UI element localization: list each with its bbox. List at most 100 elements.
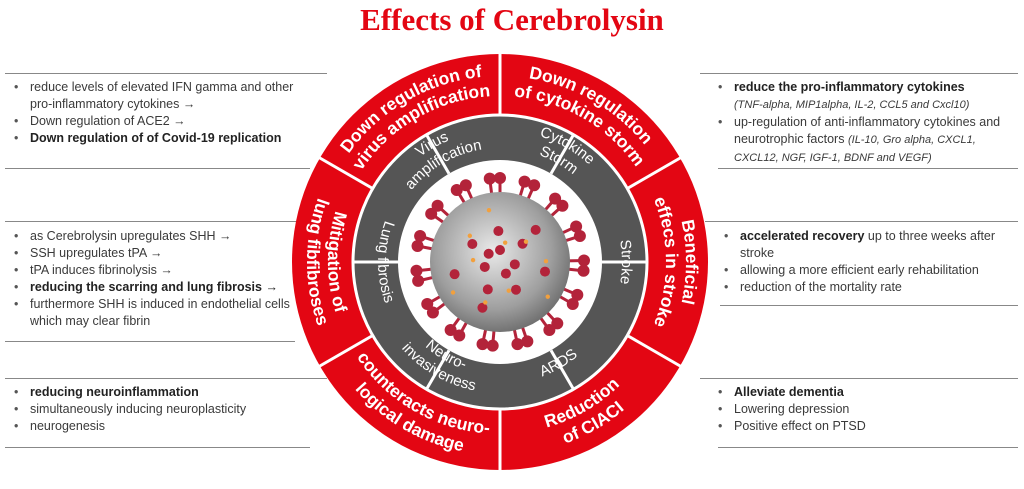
surface-spike [449,269,460,280]
surface-spike [495,245,505,255]
list-item: reduce the pro-inflammatory cytokines(TN… [712,79,1018,114]
surface-dot [486,207,492,213]
spike-head [573,230,586,243]
list-item: Lowering depression [712,401,1012,418]
surface-dot [483,300,488,305]
virus-body [430,192,570,332]
spike-head [551,317,564,330]
list-item: reduction of the mortality rate [718,279,1018,296]
list-item: reducing the scarring and lung fibrosis … [8,279,298,296]
inner-separator [425,133,451,175]
rule-top-right-upper [700,73,1018,74]
spike-head [571,288,584,301]
spike-head [543,323,556,336]
list-item: SSH upregulates tPA → [8,245,298,262]
list-item: Down regulation of ACE2 → [8,113,308,130]
spike-head [518,175,531,188]
spike-head [549,192,562,205]
spike-head [459,179,472,192]
surface-spike [539,266,550,277]
spike-head [566,298,579,310]
spike-head [414,230,427,243]
surface-spike [493,226,504,237]
list-item: reduce levels of elevated IFN gamma and … [8,79,308,113]
spike-head [556,199,569,212]
rule-bottom-right-upper [700,378,1018,379]
panel-mid-right: accelerated recovery up to three weeks a… [718,228,1018,296]
outer-separator [317,155,374,190]
surface-dot [450,290,456,295]
surface-spike [530,224,541,235]
rule-bottom-left-upper [5,378,327,379]
spike-head [425,207,438,220]
surface-spike [483,248,494,259]
spike-head [577,264,590,277]
spike-head [483,172,496,185]
list-item: furthermore SHH is induced in endothelia… [8,296,298,330]
list-item: neurogenesis [8,418,308,435]
inner-label-line: Stroke [616,239,635,286]
surface-dot [543,258,549,264]
surface-spike [509,259,520,270]
surface-spike [467,239,478,250]
panel-top-right: reduce the pro-inflammatory cytokines(TN… [712,79,1018,167]
surface-dot [502,240,508,245]
inner-label-line: Lung fibrosis [374,219,398,305]
list-item: simultaneously inducing neuroplasticity [8,401,308,418]
spike-head [521,335,534,348]
rule-bottom-right-lower [718,447,1018,448]
rule-mid-right-upper [705,221,1018,222]
surface-spike [500,268,511,279]
spike-head [476,338,489,351]
spike-head [570,220,583,233]
list-item: accelerated recovery up to three weeks a… [718,228,1018,262]
spike-head [412,274,425,287]
page-title: Effects of Cerebrolysin [360,2,664,37]
list-item: up-regulation of anti-inflammatory cytok… [712,114,1018,167]
segment-separators [317,52,683,472]
spike-head [421,298,434,310]
panel-bottom-left: reducing neuroinflammation simultaneousl… [8,384,308,435]
spike-head [511,338,524,351]
spike-head [410,264,423,277]
surface-spike [479,261,490,272]
list-item: reducing neuroinflammation [8,384,308,401]
list-item: as Cerebrolysin upregulates SHH → [8,228,298,245]
spike-head [453,329,466,342]
spike-head [486,339,499,352]
spike-head [444,323,457,336]
inner-separator [549,133,575,175]
rule-mid-left-upper [5,221,305,222]
panel-bottom-right: Alleviate dementia Lowering depression P… [712,384,1012,435]
inner-separator [425,349,451,391]
panel-top-left: reduce levels of elevated IFN gamma and … [8,79,308,147]
surface-spike [511,284,521,295]
panel-mid-left: as Cerebrolysin upregulates SHH → SSH up… [8,228,298,330]
spike-head [411,239,424,252]
rule-top-left-lower [5,168,310,169]
rule-top-right-lower [718,168,1018,169]
surface-dot [523,239,529,244]
surface-dot [470,257,476,263]
surface-dot [545,294,550,299]
rule-top-left-upper [5,73,327,74]
list-item: Positive effect on PTSD [712,418,1012,435]
outer-separator [317,334,374,369]
rule-mid-right-lower [720,305,1018,306]
list-item: Alleviate dementia [712,384,1012,401]
list-item: allowing a more efficient early rehabili… [718,262,1018,279]
list-item: Down regulation of of Covid-19 replicati… [8,130,308,147]
surface-dot [506,288,511,293]
spike-head [577,254,590,267]
surface-spike [482,284,493,295]
spike-head [450,183,463,196]
outer-separator [626,334,683,369]
inner-separator [549,349,575,391]
surface-spike [477,302,488,313]
spike-head [528,179,541,192]
outer-separator [626,155,683,190]
list-item: tPA induces fibrinolysis → [8,262,298,279]
rule-mid-left-lower [5,341,295,342]
spike-head [494,172,506,184]
